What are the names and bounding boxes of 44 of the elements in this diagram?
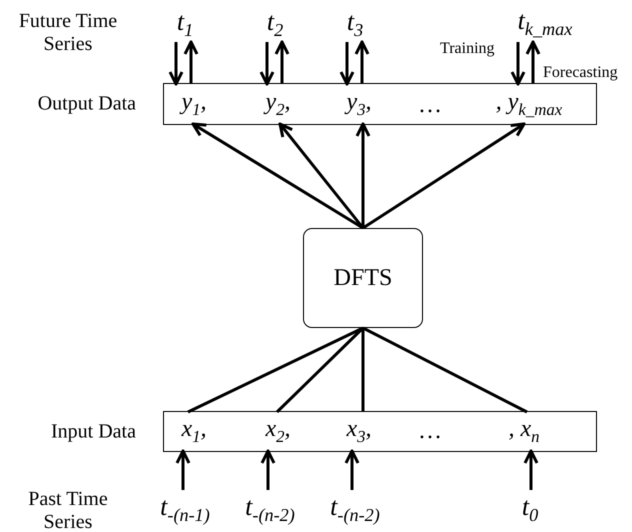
arrow — [274, 40, 290, 84]
time-step: t$_{1}$ — [176, 6, 194, 42]
input-value: , x$_{n}$ — [508, 416, 540, 447]
row-label: Input Data — [51, 420, 136, 443]
time-step: t$_{-(n-2)}$ — [330, 492, 380, 526]
connector-line — [187, 326, 364, 414]
arrow — [340, 42, 354, 86]
input-value: x$_{3}$, — [346, 416, 372, 447]
arrow — [168, 42, 184, 86]
input-value: x$_{1}$, — [181, 416, 207, 447]
arrow — [176, 450, 190, 490]
connector-line — [362, 326, 528, 414]
arrow — [260, 450, 276, 490]
time-step: t$_{-(n-2)}$ — [245, 492, 295, 526]
arrow — [526, 40, 540, 84]
connector-line — [362, 328, 364, 412]
ellipsis: … — [417, 92, 443, 120]
arrow — [354, 40, 370, 84]
time-step: t$_{0}$ — [522, 492, 538, 526]
output-value: y$_{2}$, — [265, 88, 291, 120]
arrow — [356, 122, 370, 228]
row-label: Output Data — [38, 92, 136, 116]
output-value: y$_{1}$, — [181, 88, 207, 120]
model-box: DFTS — [303, 228, 423, 328]
time-step: t$_{2}$ — [266, 6, 284, 42]
time-step: t$_{3}$ — [346, 6, 364, 42]
ellipsis: … — [417, 418, 443, 446]
arrow — [184, 40, 198, 84]
arrow — [510, 42, 526, 86]
input-value: x$_{2}$, — [265, 416, 291, 447]
arrow — [344, 450, 360, 490]
arrow — [260, 42, 274, 86]
row-label: Past Time Series — [27, 488, 109, 532]
arrow — [524, 450, 538, 490]
connector-line — [276, 326, 364, 414]
edge-label: Forecasting — [543, 65, 618, 81]
time-step: t$_{-(n-1)}$ — [160, 492, 210, 526]
arrow — [362, 122, 526, 230]
edge-label: Training — [440, 41, 495, 57]
row-label: Future Time Series — [18, 10, 118, 56]
arrow — [192, 122, 364, 230]
output-value: y$_{3}$, — [346, 88, 372, 120]
time-step: t$_{k_max}$ — [518, 6, 572, 40]
output-value: , y$_{k_max}$ — [496, 88, 562, 120]
